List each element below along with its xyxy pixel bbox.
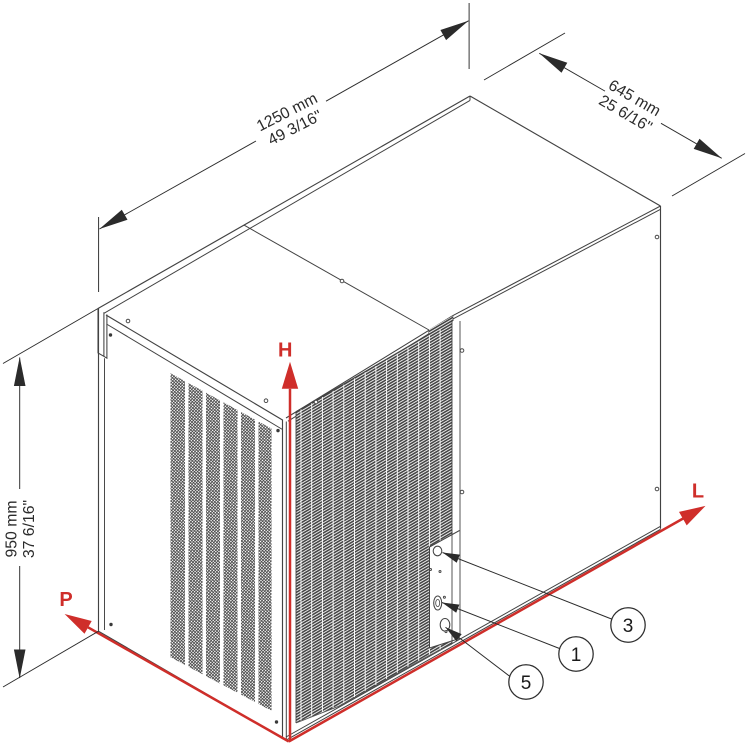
svg-text:P: P	[59, 589, 72, 611]
svg-text:950 mm37 6/16": 950 mm37 6/16"	[4, 500, 39, 558]
svg-text:H: H	[278, 339, 292, 361]
svg-text:5: 5	[521, 673, 532, 694]
svg-text:L: L	[692, 481, 704, 503]
svg-text:3: 3	[623, 616, 634, 637]
svg-text:1: 1	[571, 645, 582, 666]
